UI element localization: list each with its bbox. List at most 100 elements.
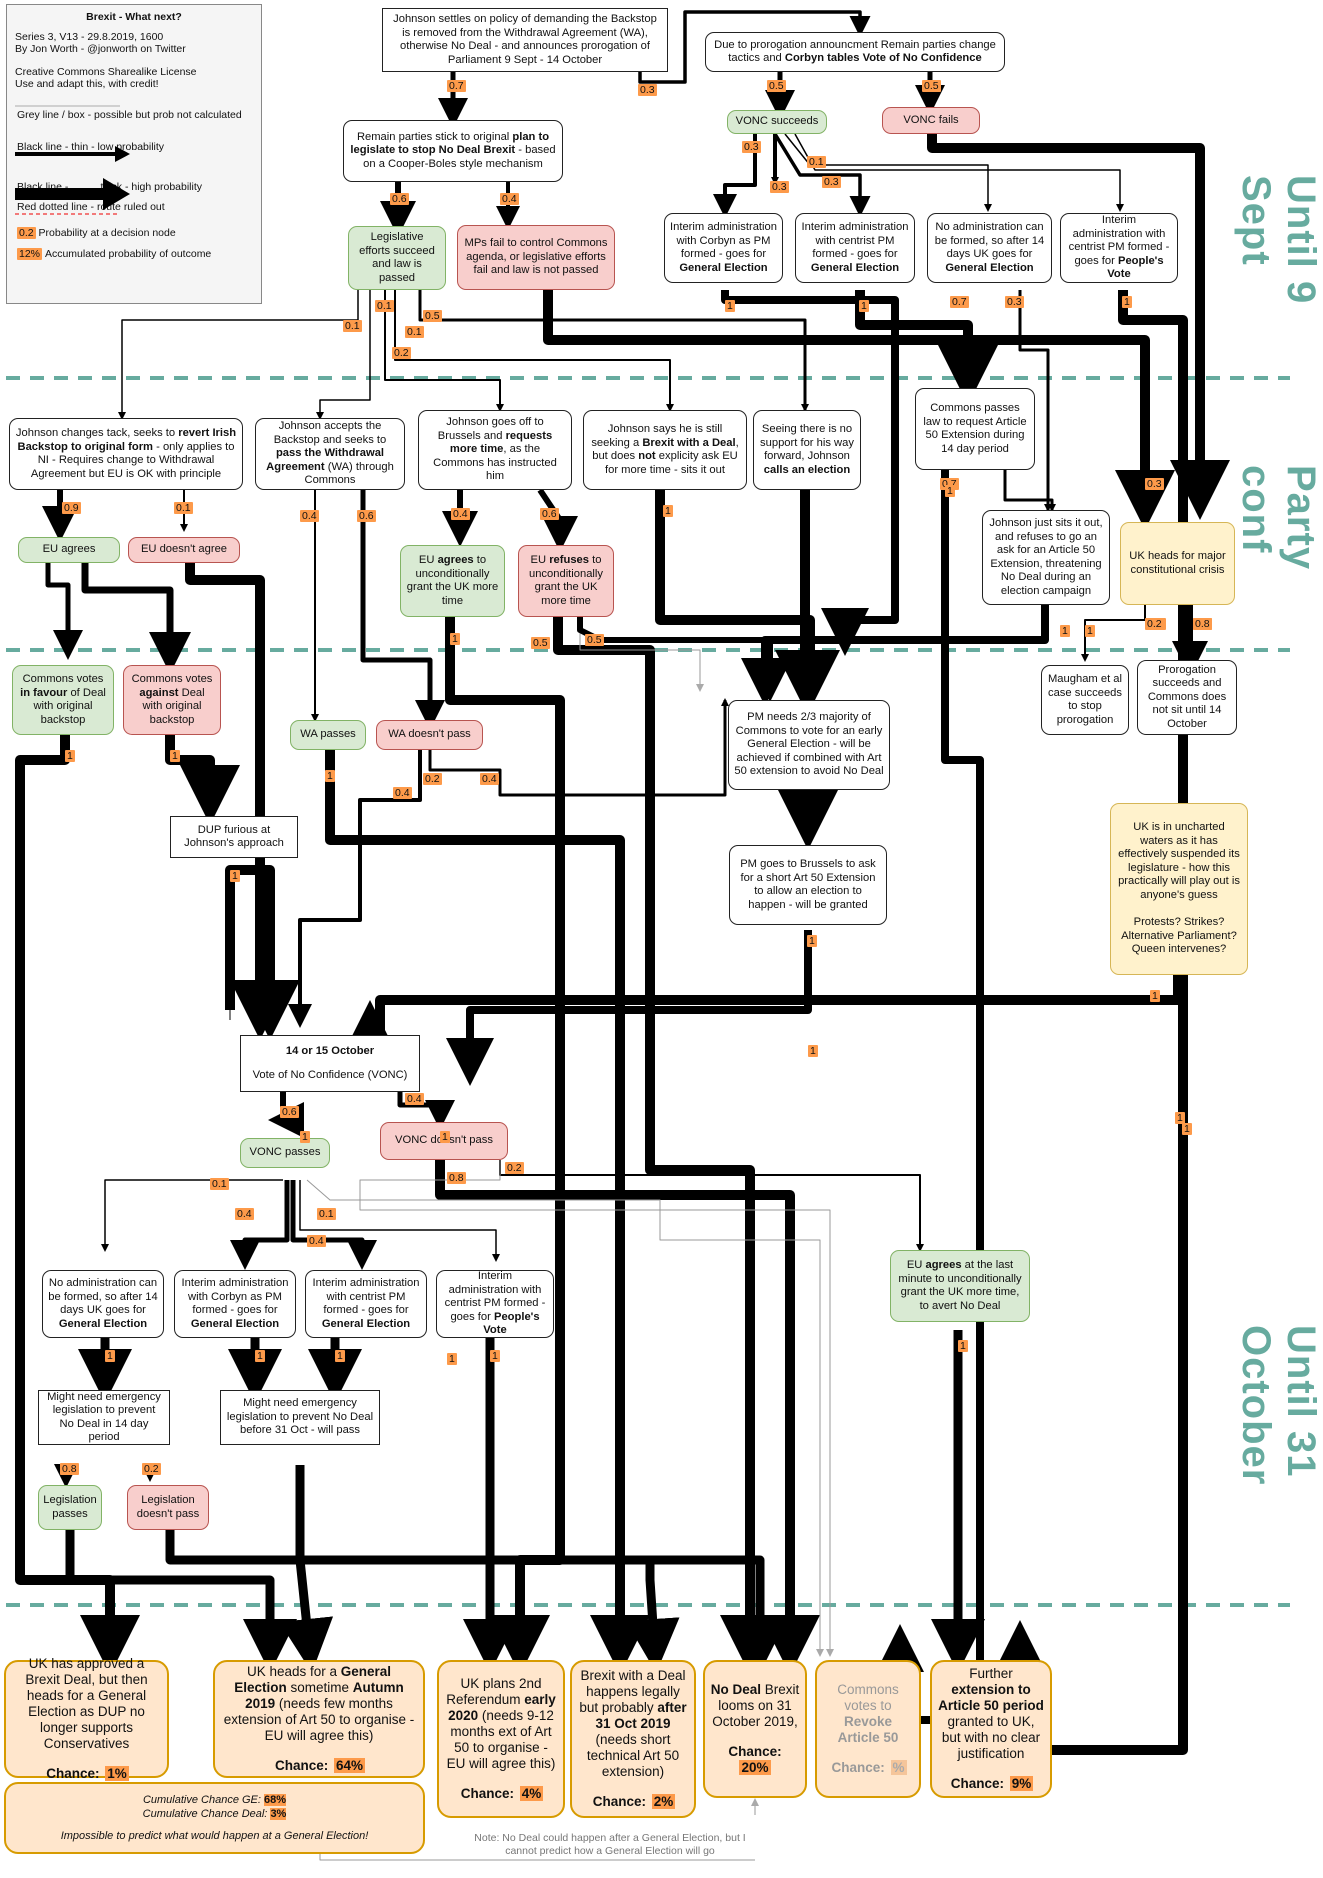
probability-label: 1: [808, 1045, 818, 1057]
probability-label: 0.4: [393, 787, 412, 799]
node-no-admin-ge: No administration can be formed, so afte…: [927, 213, 1052, 283]
probability-label: 1: [945, 485, 955, 497]
node-b-no-admin-ge: No administration can be formed, so afte…: [42, 1270, 164, 1338]
probability-label: 0.6: [280, 1106, 299, 1118]
chance-value: 20%: [739, 1760, 771, 1775]
probability-label: 0.2: [1145, 618, 1164, 630]
section-label-until-9-sept: Until 9 Sept: [1234, 175, 1323, 305]
probability-label: 0.5: [767, 80, 786, 92]
probability-label: 0.2: [505, 1162, 524, 1174]
probability-label: 1: [1085, 625, 1095, 637]
probability-label: 0.8: [1193, 618, 1212, 630]
legend-license-2: Use and adapt this, with credit!: [15, 78, 159, 90]
node-sits-it-out: Johnson says he is still seeking a Brexi…: [583, 410, 747, 490]
node-constitutional-crisis: UK heads for major constitutional crisis: [1120, 522, 1235, 605]
node-interim-centrist-ge: Interim administration with centrist PM …: [795, 213, 915, 283]
probability-label: 0.1: [174, 502, 193, 514]
legend-thin: Black line - thin - low probability: [17, 141, 165, 153]
node-maugham-case: Maugham et al case succeeds to stop pror…: [1041, 665, 1129, 735]
node-johnson-backstop: Johnson settles on policy of demanding t…: [382, 8, 668, 72]
node-b-centrist-ge: Interim administration with centrist PM …: [305, 1270, 427, 1338]
probability-label: 0.7: [447, 80, 466, 92]
legend-license: Creative Commons Sharealike License: [15, 65, 197, 78]
legend-author: By Jon Worth - @jonworth on Twitter: [15, 43, 186, 55]
chance-value: 2%: [651, 1794, 676, 1809]
probability-label: 0.4: [480, 773, 499, 785]
probability-label: 1: [490, 1350, 500, 1362]
probability-label: 1: [440, 1131, 450, 1143]
node-commons-extension-law: Commons passes law to request Article 50…: [915, 388, 1035, 470]
node-legislation-passes: Legislation passes: [38, 1485, 102, 1530]
probability-label: 1: [725, 300, 735, 312]
node-eu-refuses-more-time: EU refuses to unconditionally grant the …: [518, 545, 614, 617]
probability-label: 1: [1122, 296, 1132, 308]
probability-label: 0.6: [390, 193, 409, 205]
probability-label: 1: [859, 300, 869, 312]
probability-label: 0.2: [392, 347, 411, 359]
node-wa-doesnt-pass: WA doesn't pass: [376, 720, 483, 750]
node-calls-election: Seeing there is no support for his way f…: [753, 410, 861, 490]
probability-label: 0.5: [423, 310, 442, 322]
probability-label: 0.1: [343, 320, 362, 332]
outcome-second-referendum: UK plans 2nd Referendum early 2020 (need…: [437, 1660, 565, 1818]
section-label-until-31-october: Until 31 October: [1234, 1325, 1323, 1486]
probability-label: 0.1: [405, 326, 424, 338]
chance-value: 1%: [105, 1766, 129, 1781]
probability-label: 0.3: [1005, 296, 1024, 308]
probability-label: 0.4: [451, 508, 470, 520]
node-eu-doesnt-agree: EU doesn't agree: [128, 537, 240, 563]
probability-label: 1: [1060, 625, 1070, 637]
probability-label: 1: [65, 750, 75, 762]
node-wa-passes: WA passes: [290, 720, 366, 750]
legend-grey: Grey line / box - possible but prob not …: [17, 109, 242, 121]
probability-label: 1: [335, 1350, 345, 1362]
probability-label: 1: [170, 750, 180, 762]
probability-label: 0.8: [447, 1172, 466, 1184]
probability-label: 0.7: [950, 296, 969, 308]
node-eu-agrees: EU agrees: [18, 537, 120, 563]
node-prorogation-tactics: Due to prorogation announcment Remain pa…: [705, 32, 1005, 72]
chance-value: 4%: [519, 1786, 544, 1801]
node-johnson-refuses-extension: Johnson just sits it out, and refuses to…: [982, 510, 1110, 605]
node-dup-furious: DUP furious at Johnson's approach: [170, 816, 298, 858]
probability-label: 0.4: [307, 1235, 326, 1247]
cumulative-chances: Cumulative Chance GE: 68% Cumulative Cha…: [4, 1782, 425, 1854]
node-interim-centrist-pv: Interim administration with centrist PM …: [1060, 213, 1178, 283]
probability-label: 0.3: [822, 176, 841, 188]
node-vonc-passes: VONC passes: [240, 1138, 330, 1168]
probability-label: 1: [450, 633, 460, 645]
node-b-corbyn-ge: Interim administration with Corbyn as PM…: [174, 1270, 296, 1338]
outcome-no-deal: No Deal Brexit looms on 31 October 2019,…: [703, 1660, 807, 1798]
legend-line-samples: [15, 105, 130, 215]
outcome-deal-then-ge: UK has approved a Brexit Deal, but then …: [4, 1656, 169, 1781]
node-revert-backstop: Johnson changes tack, seeks to revert Ir…: [9, 418, 243, 490]
probability-label: 0.4: [235, 1208, 254, 1220]
probability-label: 0.1: [210, 1178, 229, 1190]
probability-label: 1: [1182, 1123, 1192, 1135]
probability-label: 0.3: [638, 84, 657, 96]
legend-series: Series 3, V13 - 29.8.2019, 1600: [15, 30, 164, 43]
probability-label: 0.8: [60, 1463, 79, 1475]
outcome-further-extension: Further extension to Article 50 period g…: [930, 1660, 1052, 1798]
node-emergency-14-day: Might need emergency legislation to prev…: [38, 1390, 170, 1445]
chance-value: 64%: [334, 1758, 366, 1773]
chance-value: 9%: [1009, 1776, 1034, 1791]
node-prorogation-succeeds: Prorogation succeeds and Commons does no…: [1137, 660, 1237, 735]
node-eu-agrees-more-time: EU agrees to unconditionally grant the U…: [400, 545, 505, 617]
node-legislative-fail: MPs fail to control Commons agenda, or l…: [457, 225, 615, 290]
probability-label: 0.5: [585, 634, 604, 646]
legend-title: Brexit - What next?: [86, 11, 182, 23]
node-vonc-fails: VONC fails: [882, 107, 980, 134]
probability-label: 1: [1150, 990, 1160, 1002]
probability-label: 1: [807, 935, 817, 947]
node-vonc-succeeds: VONC succeeds: [727, 110, 827, 134]
probability-label: 0.2: [142, 1463, 161, 1475]
node-emergency-before-31-oct: Might need emergency legislation to prev…: [220, 1390, 380, 1445]
outcome-general-election: UK heads for a General Election sometime…: [213, 1660, 425, 1778]
legend: Brexit - What next? Series 3, V13 - 29.8…: [6, 4, 262, 304]
node-commons-for-deal: Commons votes in favour of Deal with ori…: [12, 665, 114, 735]
probability-label: 1: [255, 1350, 265, 1362]
node-pm-brussels-extension: PM goes to Brussels to ask for a short A…: [729, 845, 887, 925]
